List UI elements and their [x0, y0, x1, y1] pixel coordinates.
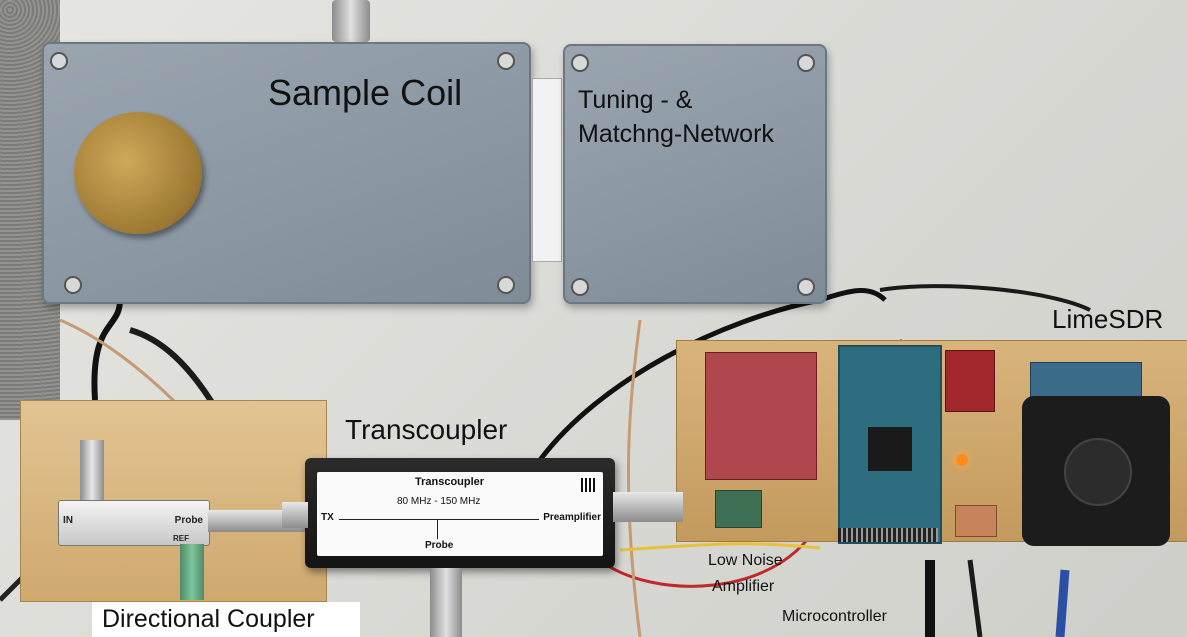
microcontroller-board — [838, 345, 942, 544]
qr-code-icon — [581, 478, 595, 492]
sample-coil-label: Sample Coil — [268, 72, 463, 113]
lna-board — [715, 490, 762, 528]
chip — [868, 427, 912, 471]
signal-line — [339, 519, 539, 520]
screw-icon — [571, 54, 589, 72]
small-pcb-orange — [955, 505, 997, 537]
cooling-fan — [1022, 396, 1170, 546]
screw-icon — [571, 278, 589, 296]
tuning-enclosure — [563, 44, 827, 304]
transcoupler-box-title: Transcoupler — [415, 476, 485, 488]
screw-icon — [797, 278, 815, 296]
screw-icon — [497, 276, 515, 294]
coupler-probe-label: Probe — [174, 515, 203, 526]
label-strip — [532, 78, 562, 262]
signal-branch — [437, 519, 438, 539]
microcontroller-label: Microcontroller — [782, 608, 887, 625]
low-noise-label-line2: Amplifier — [712, 578, 775, 595]
screw-icon — [64, 276, 82, 294]
fan-hub — [1064, 438, 1132, 506]
transcoupler-connector-bottom — [430, 568, 462, 637]
transcoupler-device: Transcoupler 80 MHz - 150 MHz TX Preampl… — [305, 458, 615, 568]
low-noise-label-line1: Low Noise — [708, 552, 783, 569]
transcoupler-probe-label: Probe — [425, 540, 454, 551]
transcoupler-connector-right — [613, 492, 683, 522]
status-led — [956, 454, 968, 466]
transcoupler-tx-label: TX — [321, 512, 334, 523]
coupler-connector-bottom — [180, 544, 204, 600]
microcontroller-headers — [838, 528, 938, 542]
transcoupler-connector-left — [282, 502, 308, 528]
brass-cap — [74, 112, 202, 234]
top-connector — [332, 0, 370, 42]
tuning-label-line2: Matchng-Network — [578, 120, 774, 148]
sample-coil-enclosure — [42, 42, 531, 304]
coupler-ref-label: REF — [173, 534, 189, 543]
directional-coupler-caption-box — [92, 602, 360, 637]
coupler-connector-top — [80, 440, 104, 500]
directional-coupler-label: Directional Coupler — [102, 605, 315, 633]
red-pcb — [705, 352, 817, 480]
screw-icon — [497, 52, 515, 70]
coupler-in-label: IN — [63, 515, 73, 526]
small-red-board — [945, 350, 995, 412]
transcoupler-label: Transcoupler — [345, 414, 508, 445]
directional-coupler: IN Probe REF — [58, 500, 210, 546]
transcoupler-preamp-label: Preamplifier — [543, 512, 601, 523]
screw-icon — [50, 52, 68, 70]
limesdr-label: LimeSDR — [1052, 304, 1164, 334]
transcoupler-label-panel: Transcoupler 80 MHz - 150 MHz TX Preampl… — [317, 472, 603, 556]
tuning-label-line1: Tuning - & — [578, 86, 693, 114]
screw-icon — [797, 54, 815, 72]
transcoupler-box-range: 80 MHz - 150 MHz — [397, 496, 481, 507]
